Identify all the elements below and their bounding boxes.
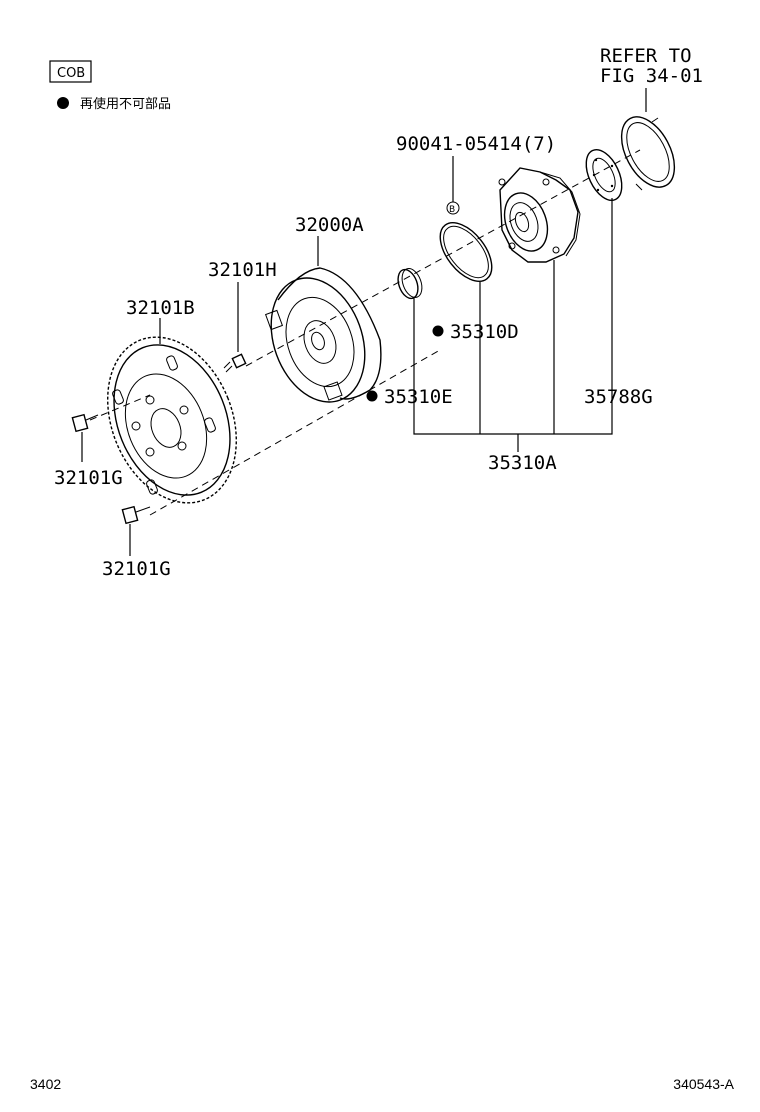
label-flywheel: 32101B xyxy=(126,297,195,319)
oil-pump-body xyxy=(498,167,581,263)
legend-note: 再使用不可部品 xyxy=(80,96,171,112)
oil-seal xyxy=(397,268,423,300)
refer-line-1: REFER TO xyxy=(600,45,692,67)
refer-line-2: FIG 34-01 xyxy=(600,65,703,87)
bolt-g-1 xyxy=(71,413,99,433)
gasket xyxy=(585,149,623,201)
torque-converter xyxy=(264,267,382,403)
non-reusable-dot-icon xyxy=(57,97,69,109)
axis-upper xyxy=(245,149,641,367)
label-oring: 35310D xyxy=(450,321,519,343)
o-ring-inner xyxy=(443,225,489,279)
leader-assy xyxy=(413,198,613,435)
seal-dot-icon xyxy=(366,390,378,402)
label-bolt-g1: 32101G xyxy=(54,467,123,489)
label-converter: 32000A xyxy=(295,214,364,236)
label-bolt-g2: 32101G xyxy=(102,558,171,580)
bolt-g-2 xyxy=(121,505,151,525)
label-pump-assy: 35310A xyxy=(488,452,557,474)
bolt-h xyxy=(223,353,247,373)
label-seal: 35310E xyxy=(384,386,453,408)
footer-left: 3402 xyxy=(30,1076,62,1092)
oring-dot-icon xyxy=(432,325,444,337)
code-box xyxy=(49,60,92,83)
bolt-marker-label: B xyxy=(449,205,455,215)
axis-left xyxy=(89,394,151,421)
label-gasket: 35788G xyxy=(584,386,653,408)
label-bolt-set: 90041-05414(7) xyxy=(396,133,556,155)
label-bolt-h: 32101H xyxy=(208,259,277,281)
o-ring xyxy=(439,222,493,282)
snap-ring xyxy=(620,116,676,191)
footer-right: 340543-A xyxy=(673,1076,734,1092)
code-box-label: COB xyxy=(57,66,85,81)
axis-lower xyxy=(149,349,441,516)
drive-plate-flywheel xyxy=(107,336,237,504)
